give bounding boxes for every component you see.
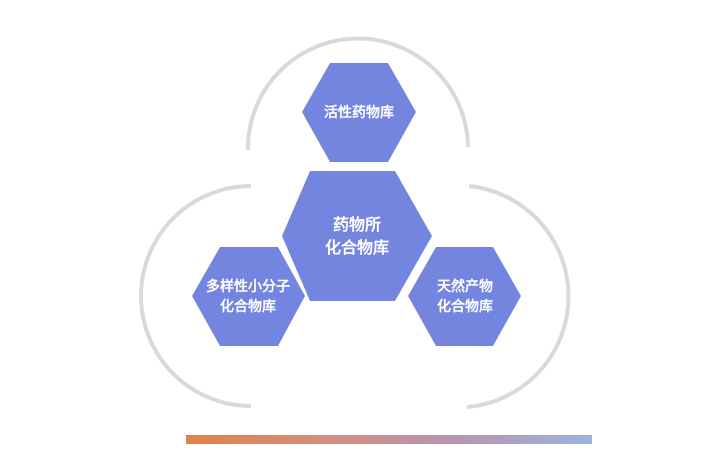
left-arc [139, 184, 252, 408]
label-right: 天然产物 化合物库 [437, 277, 493, 317]
label-left-line1: 多样性小分子 [206, 279, 290, 295]
hexagon-top [302, 63, 416, 162]
label-top: 活性药物库 [324, 103, 394, 123]
label-center-line1: 药物所 [332, 215, 382, 234]
label-right-line2: 化合物库 [437, 299, 493, 315]
label-right-line1: 天然产物 [437, 279, 493, 295]
top-arc [245, 36, 470, 151]
hexagon-right [408, 247, 521, 346]
label-left: 多样性小分子 化合物库 [206, 277, 290, 317]
label-center: 药物所 化合物库 [325, 213, 389, 259]
right-arc [466, 184, 571, 409]
label-top-line1: 活性药物库 [324, 105, 394, 121]
hexagon-left [192, 247, 305, 346]
hexagon-center [282, 171, 432, 301]
gradient-bar [186, 435, 592, 444]
label-left-line2: 化合物库 [220, 299, 276, 315]
label-center-line2: 化合物库 [324, 238, 390, 257]
